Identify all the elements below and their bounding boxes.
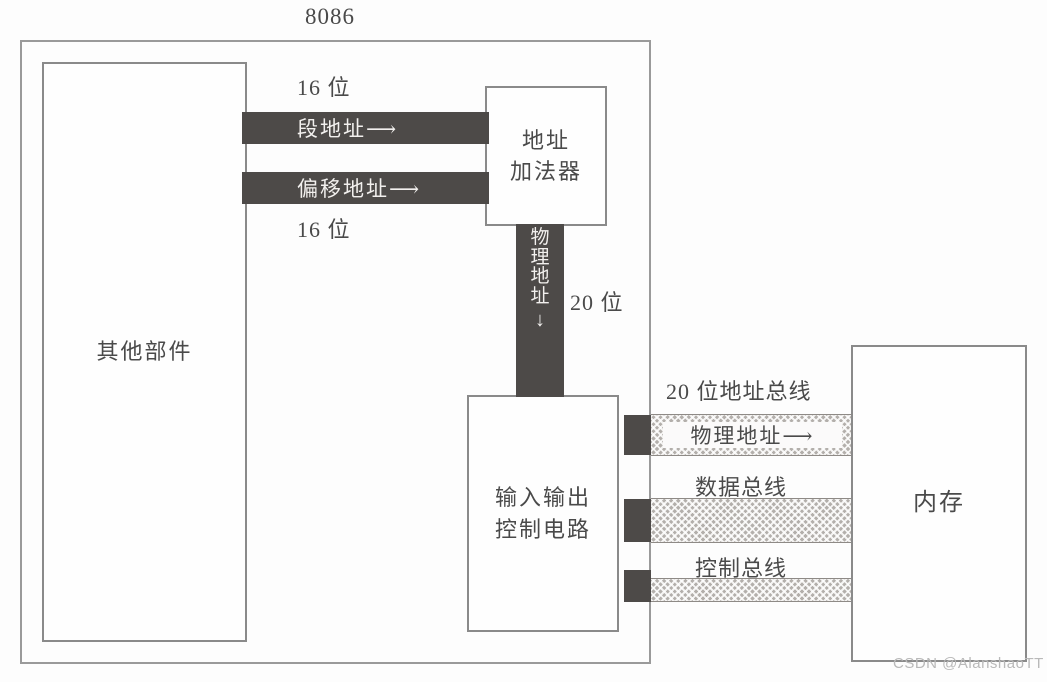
physical-address-band-label: 物 理 地 址 ↓ — [516, 228, 564, 331]
io-control-label-line2: 控制电路 — [494, 516, 591, 542]
memory-box: 内存 — [851, 345, 1027, 662]
memory-label: 内存 — [913, 490, 965, 517]
other-components-label: 其他部件 — [96, 339, 193, 365]
address-adder-label-line1: 地址 — [521, 127, 570, 153]
physical-address-char-1: 理 — [530, 246, 550, 268]
offset-address-arrow-icon: ⟶ — [389, 177, 420, 201]
physical-address-bus-band: 物 理 地 址 ↓ — [516, 224, 564, 397]
io-control-circuit-box: 输入输出 控制电路 — [467, 395, 619, 632]
physical-address-char-0: 物 — [530, 227, 550, 248]
address-bus-band: 物理地址⟶ — [651, 414, 854, 456]
physical-address-down-arrow-icon: ↓ — [535, 309, 545, 332]
segment-address-band-label: 段地址⟶ — [297, 113, 396, 143]
address-adder-box: 地址 加法器 — [485, 86, 607, 226]
segment-address-text: 段地址 — [297, 117, 366, 141]
data-bus-caption: 数据总线 — [695, 475, 788, 500]
page-title: 8086 — [305, 4, 355, 29]
cpu-frame — [20, 40, 651, 664]
other-components-box: 其他部件 — [42, 62, 247, 642]
control-bus-connector — [624, 570, 651, 602]
address-adder-label-line2: 加法器 — [509, 159, 582, 184]
bits-16-top-label: 16 位 — [297, 75, 351, 100]
io-control-label-line1: 输入输出 — [494, 485, 591, 511]
address-bus-caption: 20 位地址总线 — [666, 379, 812, 404]
bits-20-label: 20 位 — [570, 290, 624, 315]
physical-address-char-2: 地 — [530, 266, 550, 288]
address-bus-band-label: 物理地址⟶ — [663, 422, 842, 448]
segment-address-arrow-icon: ⟶ — [366, 117, 397, 141]
segment-address-bus-band: 段地址⟶ — [242, 112, 489, 144]
control-bus-band — [651, 578, 854, 602]
address-bus-connector — [624, 415, 651, 455]
offset-address-bus-band: 偏移地址⟶ — [242, 172, 489, 204]
data-bus-band — [651, 498, 854, 543]
offset-address-band-label: 偏移地址⟶ — [297, 173, 419, 203]
offset-address-text: 偏移地址 — [297, 177, 389, 201]
data-bus-connector — [624, 499, 651, 542]
bits-16-bottom-label: 16 位 — [297, 217, 351, 242]
physical-address-char-3: 址 — [530, 285, 550, 307]
watermark: CSDN @AlanshaoTT — [893, 655, 1044, 672]
control-bus-caption: 控制总线 — [695, 556, 788, 581]
